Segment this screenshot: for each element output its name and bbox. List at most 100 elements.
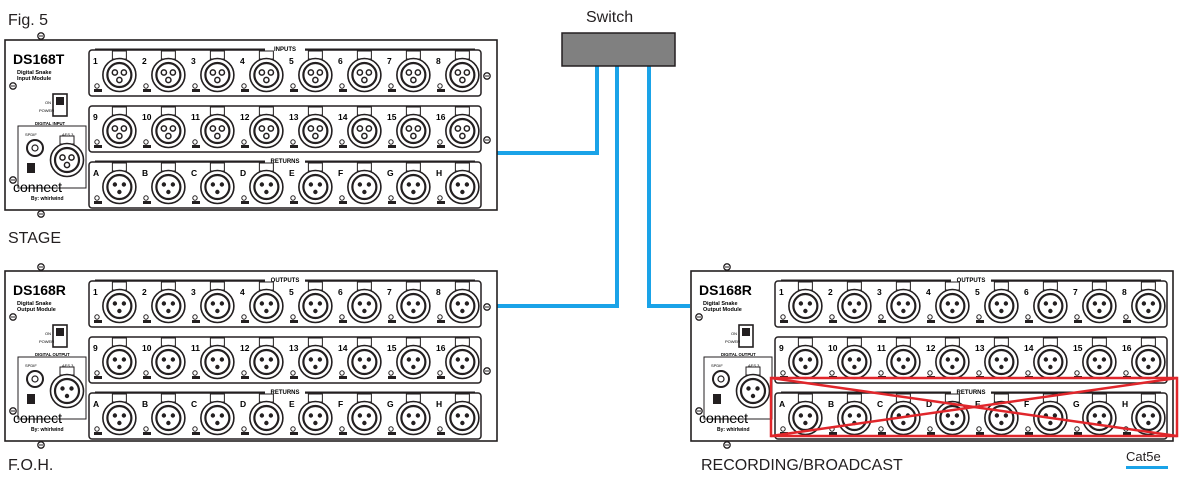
digital-label: DIGITAL OUTPUT	[721, 352, 756, 357]
pin	[259, 413, 265, 418]
connector-ring	[155, 404, 182, 432]
pin	[161, 357, 167, 362]
pin	[999, 308, 1004, 314]
pin	[455, 357, 461, 362]
connector-ring	[1135, 348, 1162, 376]
pad-switch	[290, 320, 298, 323]
pin	[1003, 357, 1009, 362]
pin	[411, 420, 416, 426]
spdif-label: SPDIF	[25, 132, 37, 137]
channel-label-14: 14	[338, 343, 348, 353]
channel-label-D: D	[926, 399, 932, 409]
pad-switch	[878, 320, 886, 323]
connector-ring	[253, 292, 280, 320]
connector-ring	[204, 173, 231, 201]
connector-ring	[400, 173, 427, 201]
socket	[454, 125, 462, 132]
pin	[406, 413, 412, 418]
xlr-12	[935, 337, 970, 380]
pin	[1150, 301, 1156, 306]
connector-ring	[1135, 292, 1162, 320]
socket	[218, 69, 226, 76]
led	[241, 139, 247, 145]
connector-ring	[302, 117, 329, 145]
pin	[121, 413, 127, 418]
brand-by-text: By: whirlwind	[31, 427, 64, 433]
pin	[1097, 364, 1102, 370]
stage-label: STAGE	[8, 230, 62, 247]
pin	[856, 357, 862, 362]
pad-switch	[192, 432, 200, 435]
pin	[166, 364, 171, 370]
pad-switch	[976, 432, 984, 435]
pin	[803, 364, 808, 370]
channel-label-F: F	[338, 399, 343, 409]
pin	[264, 420, 269, 426]
pin	[219, 357, 225, 362]
channel-label-G: G	[387, 168, 394, 178]
led	[976, 370, 982, 376]
model-name: DS168R	[13, 282, 66, 298]
pin	[317, 413, 323, 418]
channel-label-15: 15	[387, 343, 397, 353]
pin	[1101, 301, 1107, 306]
xlr-E	[298, 393, 333, 436]
aes-connector	[735, 366, 771, 409]
led	[143, 139, 149, 145]
channel-label-10: 10	[142, 343, 152, 353]
channel-label-E: E	[975, 399, 981, 409]
pin	[1146, 308, 1151, 314]
pin	[406, 357, 412, 362]
channel-label-11: 11	[191, 343, 200, 353]
channel-label-B: B	[828, 399, 834, 409]
channel-label-14: 14	[1024, 343, 1034, 353]
pad-switch	[878, 432, 886, 435]
xlr-14	[347, 106, 382, 149]
led	[143, 370, 149, 376]
led	[192, 314, 198, 320]
led	[388, 314, 394, 320]
socket	[365, 125, 373, 132]
pad-switch	[388, 432, 396, 435]
socket	[214, 76, 221, 84]
pin	[798, 413, 804, 418]
pin	[901, 308, 906, 314]
led	[878, 426, 884, 432]
pin	[464, 182, 470, 187]
spdif-label: SPDIF	[25, 363, 37, 368]
pin	[905, 357, 911, 362]
connector-ring	[988, 292, 1015, 320]
pad-switch	[143, 432, 151, 435]
connector-ring	[106, 348, 133, 376]
xlr-A	[102, 162, 137, 205]
pad-switch	[143, 145, 151, 148]
socket	[169, 125, 177, 132]
pin	[455, 182, 461, 187]
led	[290, 139, 296, 145]
channel-label-6: 6	[1024, 287, 1029, 297]
pin	[994, 413, 1000, 418]
xlr-C	[200, 393, 235, 436]
pin	[856, 413, 862, 418]
pin	[170, 301, 176, 306]
pad-switch	[241, 376, 249, 379]
connector-ring	[351, 61, 378, 89]
socket	[463, 125, 471, 132]
socket	[120, 125, 128, 132]
pin	[308, 357, 314, 362]
pin	[268, 301, 274, 306]
pin	[999, 364, 1004, 370]
xlr-E	[298, 162, 333, 205]
module-desc-1: Digital Snake	[703, 301, 738, 307]
channel-label-9: 9	[93, 343, 98, 353]
row-title: OUTPUTS	[271, 278, 300, 284]
pin	[366, 301, 372, 306]
row-title: OUTPUTS	[957, 278, 986, 284]
channel-label-F: F	[1024, 399, 1029, 409]
pin	[215, 189, 220, 195]
led	[780, 314, 786, 320]
pin	[308, 182, 314, 187]
pin	[64, 393, 70, 399]
pin	[852, 308, 857, 314]
pin	[901, 364, 906, 370]
